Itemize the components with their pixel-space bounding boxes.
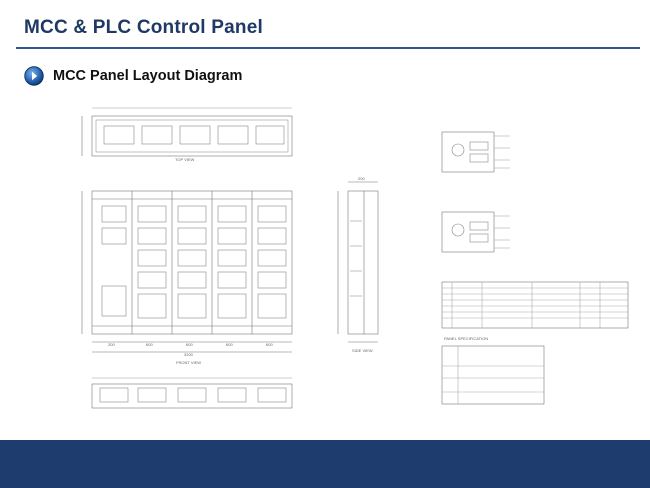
depth-dim: 200: [358, 176, 365, 181]
front-view: 2350 200 600 600 600 600 3200 FRONT VIEW: [75, 190, 293, 365]
section-subtitle: MCC Panel Layout Diagram: [53, 68, 243, 84]
front-view-label: FRONT VIEW: [176, 360, 201, 365]
bottom-view: [91, 377, 293, 409]
front-dim-2: 600: [146, 342, 153, 347]
side-view-label: SIDE VIEW: [352, 348, 373, 353]
panel-spec-label: PANEL SPECIFICATION: [444, 336, 488, 341]
front-dim-5: 600: [266, 342, 273, 347]
front-dim-4: 600: [226, 342, 233, 347]
front-dim-3: 600: [186, 342, 193, 347]
top-view: TOP VIEW: [81, 107, 293, 162]
top-view-label: TOP VIEW: [175, 157, 195, 162]
side-view: 200 SIDE VIEW: [337, 176, 379, 353]
panel-spec-table: PANEL SPECIFICATION: [441, 336, 545, 405]
mcc-layout-drawing: TOP VIEW 2350: [75, 96, 640, 412]
slide-title: MCC & PLC Control Panel: [24, 17, 263, 38]
parts-table: [441, 281, 629, 329]
door-detail-lower: [441, 211, 510, 253]
footer-band: [0, 440, 650, 488]
door-detail-upper: [441, 131, 510, 173]
front-dim-1: 200: [108, 342, 115, 347]
title-divider: [16, 47, 640, 49]
play-circle-icon: [24, 66, 44, 86]
front-total: 3200: [184, 352, 194, 357]
